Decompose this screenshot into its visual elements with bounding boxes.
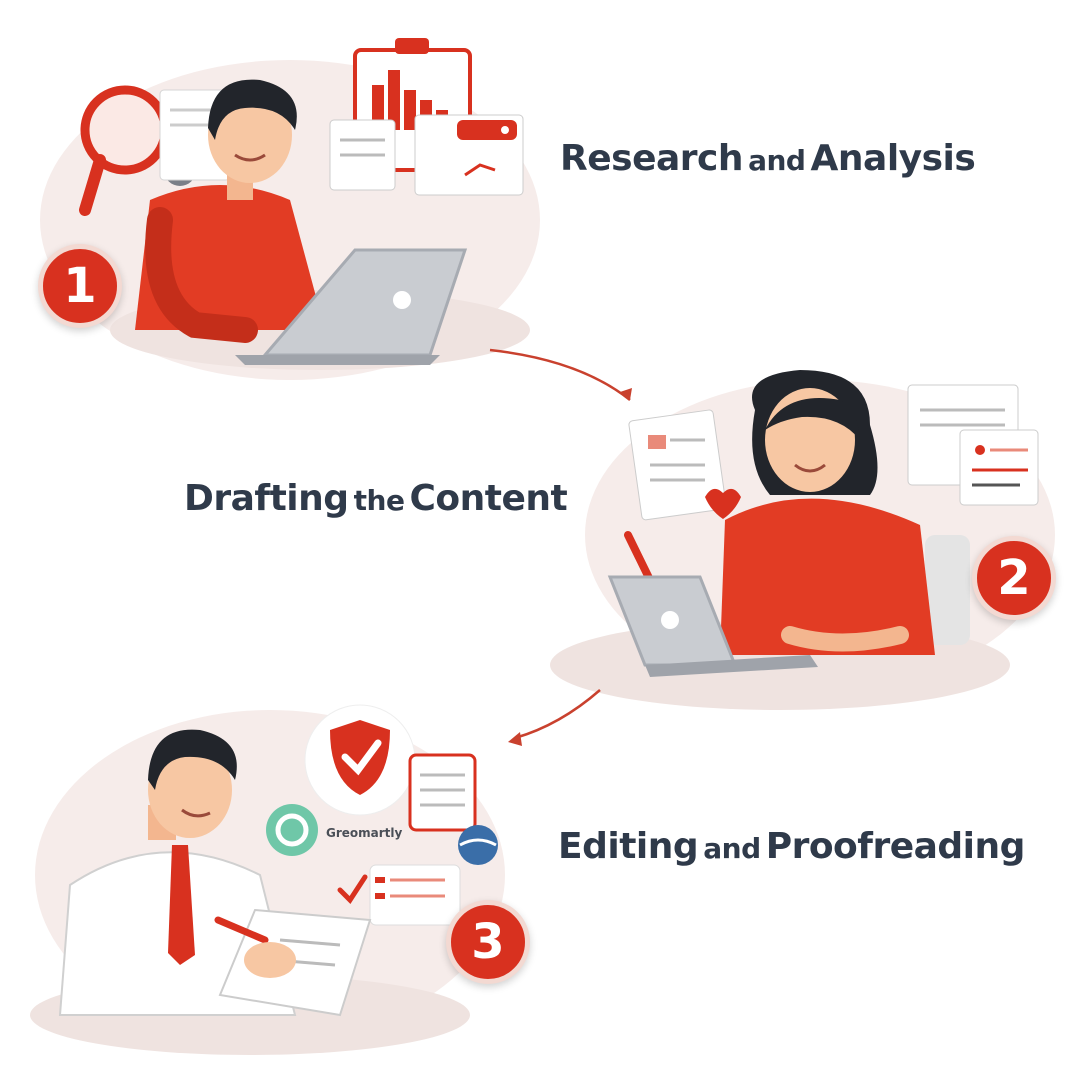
step-1-illustration bbox=[40, 38, 540, 380]
step-1-title: Research and Analysis bbox=[560, 138, 976, 179]
laptop-icon bbox=[235, 248, 468, 365]
grammar-tool-icon bbox=[266, 804, 318, 856]
flow-arrow-2 bbox=[508, 689, 601, 746]
globe-icon bbox=[458, 825, 498, 865]
step-3-title: Editing and Proofreading bbox=[558, 826, 1025, 867]
step-1-badge: 1 bbox=[38, 244, 122, 328]
step-2-illustration bbox=[550, 370, 1055, 710]
woman-character bbox=[720, 370, 935, 655]
checklist-icon bbox=[337, 864, 461, 926]
step-3-illustration bbox=[30, 704, 505, 1055]
grammar-tool-label: Greomartly bbox=[326, 826, 403, 840]
step-2-badge: 2 bbox=[972, 536, 1056, 620]
step-3-badge: 3 bbox=[446, 900, 530, 984]
document-icon bbox=[628, 409, 727, 521]
heart-icon bbox=[705, 488, 741, 519]
step-2-title: Drafting the Content bbox=[184, 478, 568, 519]
shield-check-icon bbox=[304, 704, 416, 816]
laptop-icon bbox=[607, 575, 818, 677]
flow-arrow-1 bbox=[489, 348, 632, 401]
man-character bbox=[135, 79, 325, 343]
